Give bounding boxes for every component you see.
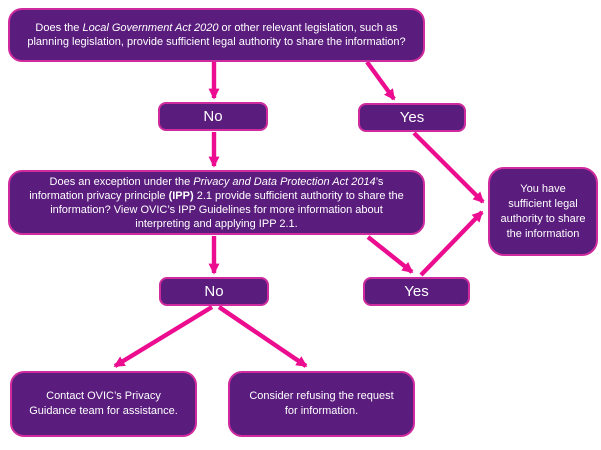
question-text: Does an exception under the Privacy and …: [29, 175, 404, 230]
no-label: No: [203, 108, 223, 125]
node-outcome-sufficient-authority: You have sufficient legal authority to s…: [488, 167, 598, 256]
arrow-no2-to-contact: [113, 305, 214, 368]
node-question-legal-authority: Does the Local Government Act 2020 or ot…: [8, 8, 425, 62]
node-outcome-refuse-request: Consider refusing the request for inform…: [228, 371, 415, 437]
node-question-ipp-exception: Does an exception under the Privacy and …: [8, 170, 425, 235]
arrow-yes2-to-share: [419, 210, 484, 277]
outcome-text: Consider refusing the request for inform…: [249, 390, 394, 417]
arrow-no2-to-refuse: [217, 305, 308, 368]
node-yes-branch-2: Yes: [363, 277, 470, 306]
arrow-q2-to-yes2: [366, 235, 414, 274]
outcome-text: Contact OVIC’s Privacy Guidance team for…: [29, 390, 178, 417]
node-no-branch-1: No: [158, 102, 268, 131]
yes-label: Yes: [404, 283, 429, 300]
node-no-branch-2: No: [159, 277, 269, 306]
no-label: No: [204, 283, 224, 300]
node-yes-branch-1: Yes: [358, 103, 466, 132]
node-outcome-contact-ovic: Contact OVIC’s Privacy Guidance team for…: [10, 371, 197, 437]
question-text: Does the Local Government Act 2020 or ot…: [27, 22, 406, 48]
yes-label: Yes: [399, 109, 425, 126]
outcome-text: You have sufficient legal authority to s…: [500, 182, 586, 240]
arrow-q1-to-yes1: [365, 60, 396, 101]
